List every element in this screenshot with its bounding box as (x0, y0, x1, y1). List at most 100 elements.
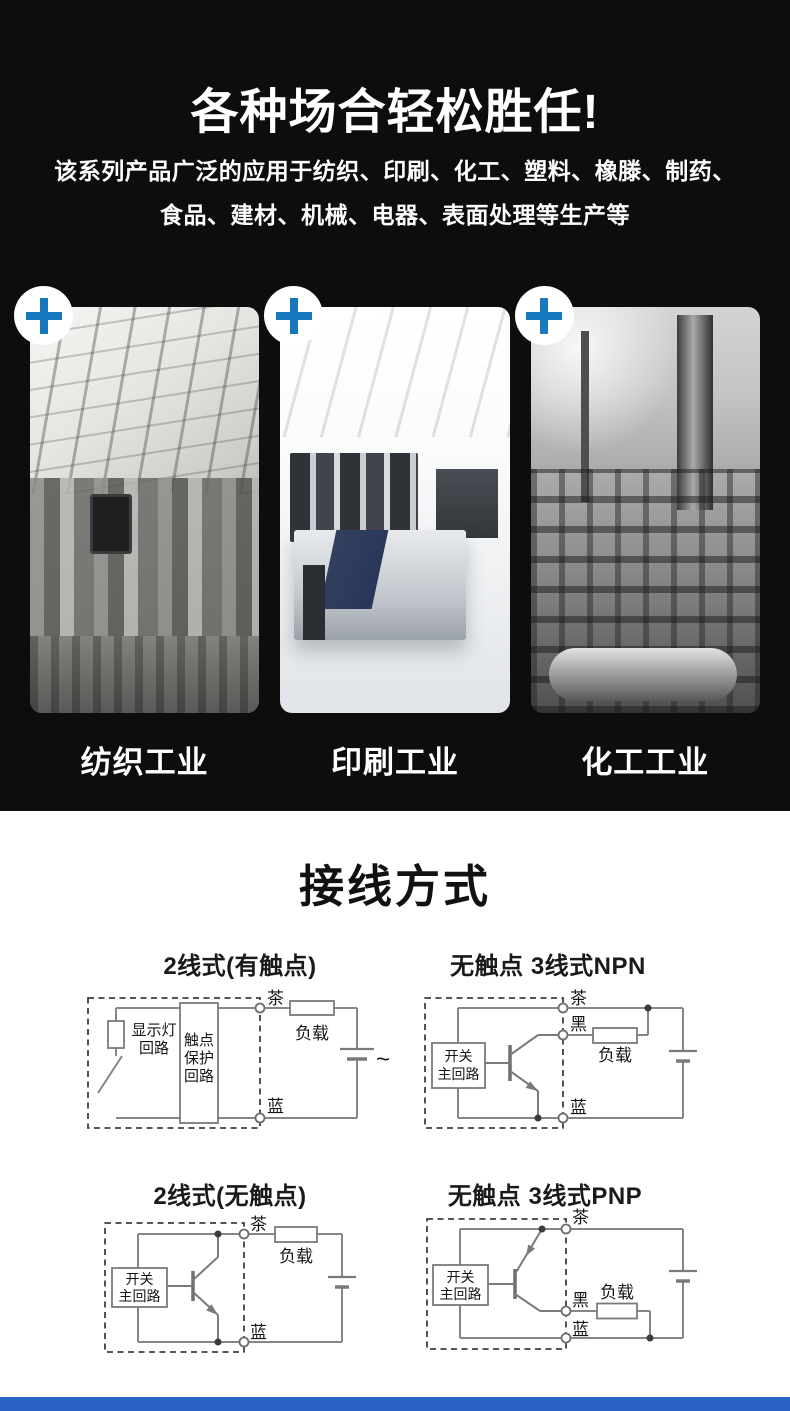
industry-card-chemical: 化工工业 (514, 286, 760, 782)
industry-photo-printing (280, 307, 510, 713)
terminal-label-blue: 蓝 (250, 1323, 267, 1342)
industry-card-textile: 纺织工业 (14, 286, 260, 782)
dc-power-source (328, 1275, 356, 1289)
photo-layer-press-towers (289, 453, 418, 543)
terminal-label-black: 黑 (572, 1291, 589, 1310)
junction-dot (538, 1225, 546, 1233)
wiring-section-title: 接线方式 (298, 861, 491, 912)
sensor-dashed-enclosure (424, 997, 564, 1129)
ac-power-source (340, 1047, 374, 1061)
industry-label: 印刷工业 (330, 745, 459, 780)
photo-layer-floor (30, 635, 260, 713)
terminal-black (560, 1305, 572, 1317)
terminal-blue (560, 1332, 572, 1344)
terminal-label-blue: 蓝 (570, 1098, 587, 1117)
switch-label-line1: 开关 (126, 1271, 154, 1287)
load-label: 负载 (600, 1283, 634, 1302)
sensor-dashed-enclosure (87, 997, 261, 1129)
load-label: 负载 (279, 1247, 313, 1266)
dc-power-source (669, 1269, 697, 1283)
terminal-blue (254, 1112, 266, 1124)
load-resistor (289, 1000, 335, 1016)
switch-label-line1: 开关 (445, 1048, 473, 1064)
switch-label-line2: 主回路 (438, 1066, 480, 1082)
diagram-title-2wire-contact: 2线式(有触点) (163, 953, 317, 980)
contact-switch-blade (97, 1055, 123, 1094)
terminal-brown (560, 1223, 572, 1235)
junction-dot (644, 1004, 652, 1012)
terminal-brown (557, 1002, 569, 1014)
diagram-title-2wire-contactless: 2线式(无触点) (153, 1183, 307, 1210)
junction-dot (646, 1334, 654, 1342)
expand-photo-button[interactable] (14, 286, 73, 345)
circuit-wires (457, 1007, 684, 1119)
terminal-blue (557, 1112, 569, 1124)
industry-photo-chemical (530, 307, 760, 713)
hero-subtitle-line1: 该系列产品广泛的应用于纺织、印刷、化工、塑料、橡滕、制药、 (54, 158, 736, 184)
terminal-blue (238, 1336, 250, 1348)
switch-main-circuit-box (431, 1042, 486, 1089)
load-label: 负载 (295, 1024, 329, 1043)
expand-photo-button[interactable] (514, 286, 574, 345)
npn-transistor (167, 1234, 219, 1342)
photo-layer-control-screen (89, 493, 132, 554)
plus-icon (25, 297, 62, 334)
terminal-brown (238, 1228, 250, 1240)
wiring-diagram-2wire-contactless: 开关 主回路 负载 茶 蓝 (104, 1215, 356, 1353)
switch-label-line2: 主回路 (119, 1288, 161, 1304)
industry-photo-textile (30, 307, 260, 713)
lamp-circuit-label-line1: 显示灯 (131, 1022, 176, 1039)
ac-symbol: ~ (376, 1046, 390, 1073)
protection-label-line2: 保护 (184, 1050, 214, 1067)
terminal-label-brown: 茶 (250, 1215, 267, 1234)
wiring-diagram-3wire-npn: 开关 主回路 负载 茶 黑 蓝 (424, 989, 697, 1129)
diagram-title-3wire-npn: 无触点 3线式NPN (450, 953, 646, 980)
lamp-circuit-label-line2: 回路 (139, 1040, 169, 1057)
photo-layer-mast (581, 331, 590, 502)
footer-accent-bar (0, 1397, 790, 1411)
photo-layer-machine-row (30, 477, 260, 640)
contact-protection-box (179, 1002, 219, 1124)
npn-transistor (485, 1034, 559, 1118)
plus-icon (526, 297, 563, 334)
diagram-title-3wire-pnp: 无触点 3线式PNP (447, 1183, 643, 1210)
circuit-wires (137, 1233, 343, 1343)
indicator-lamp (107, 1020, 125, 1049)
terminal-label-brown: 茶 (570, 989, 587, 1008)
junction-dot (534, 1114, 542, 1122)
pnp-transistor (488, 1228, 562, 1312)
terminal-label-blue: 蓝 (572, 1320, 589, 1339)
industry-gallery: 纺织工业 印刷工业 (14, 286, 760, 782)
protection-label-line3: 回路 (184, 1068, 214, 1085)
protection-label-line1: 触点 (184, 1032, 214, 1049)
plus-icon (275, 297, 312, 334)
hero-subtitle-line2: 食品、建材、机械、电器、表面处理等生产等 (160, 202, 630, 228)
sensor-dashed-enclosure (426, 1218, 567, 1350)
terminal-brown (254, 1002, 266, 1014)
photo-layer-insulated-pipe (549, 648, 738, 701)
switch-main-circuit-box (432, 1264, 489, 1306)
junction-dot (214, 1230, 222, 1238)
switch-main-circuit-box (111, 1267, 168, 1308)
terminal-label-black: 黑 (570, 1015, 587, 1034)
load-resistor (596, 1302, 638, 1320)
photo-layer-printing-press (294, 530, 467, 640)
circuit-wires (97, 1007, 358, 1119)
hero-section: 各种场合轻松胜任! 该系列产品广泛的应用于纺织、印刷、化工、塑料、橡滕、制药、 … (0, 0, 790, 811)
sensor-dashed-enclosure (104, 1222, 245, 1353)
terminal-label-brown: 茶 (267, 989, 284, 1008)
photo-layer-dark-cabinet (436, 469, 499, 539)
terminal-black (557, 1029, 569, 1041)
switch-label-line2: 主回路 (440, 1286, 482, 1302)
terminal-label-blue: 蓝 (267, 1097, 284, 1116)
wiring-diagram-3wire-pnp: 开关 主回路 负载 茶 黑 蓝 (426, 1208, 697, 1350)
load-label: 负载 (598, 1046, 632, 1065)
expand-photo-button[interactable] (264, 286, 324, 345)
terminal-label-brown: 茶 (572, 1208, 589, 1227)
load-resistor (592, 1027, 638, 1044)
wiring-diagram-2wire-contact: 显示灯 回路 触点 保护 回路 负载 ~ 茶 蓝 (87, 989, 390, 1129)
industry-card-printing: 印刷工业 (264, 286, 510, 782)
switch-label-line1: 开关 (447, 1269, 475, 1285)
junction-dot (214, 1338, 222, 1346)
